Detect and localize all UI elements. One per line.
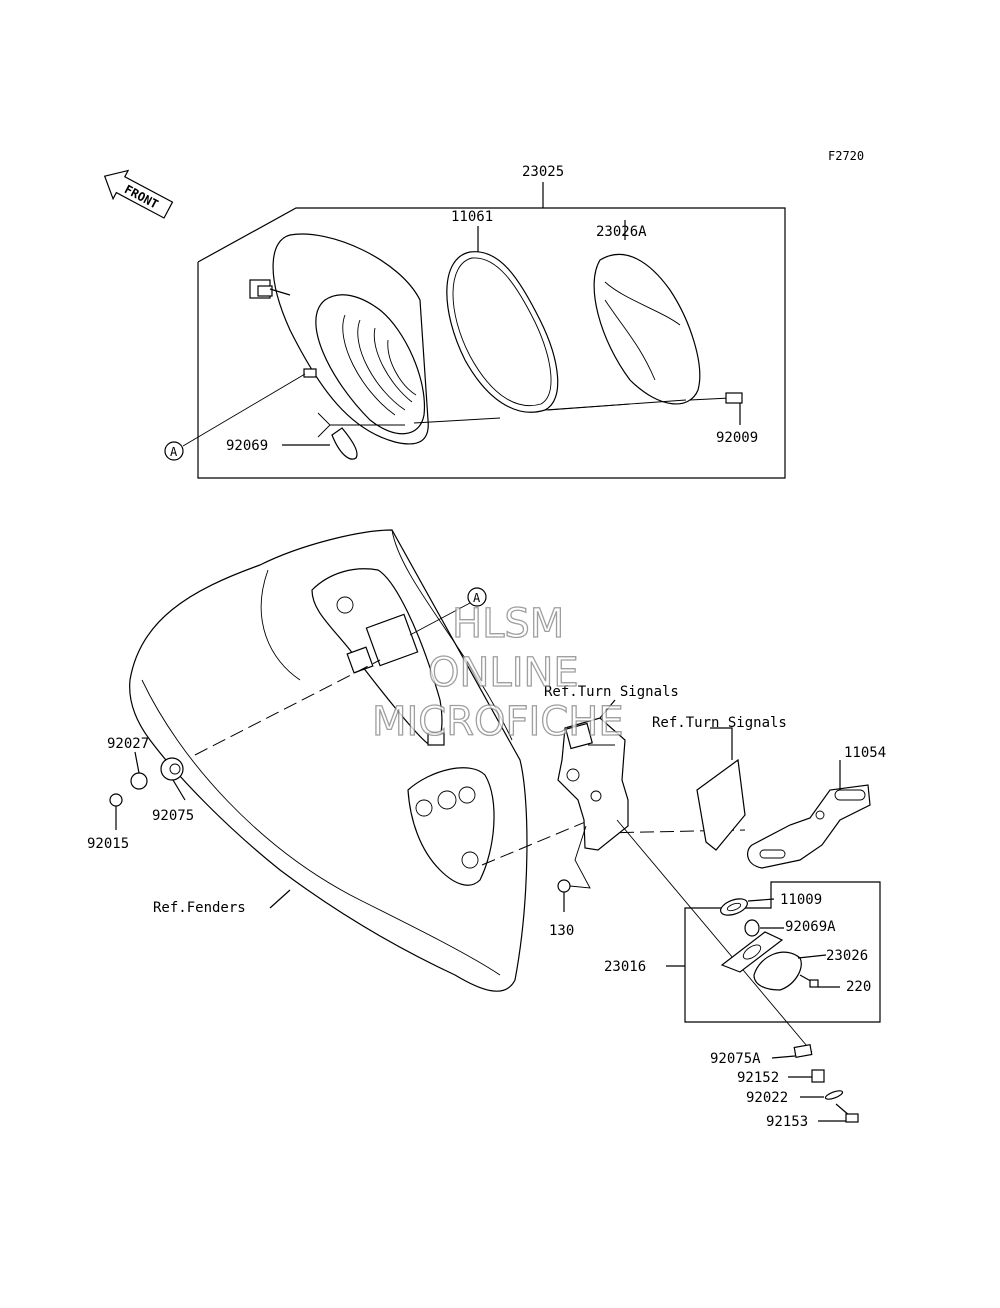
license-bracket: Ref.Turn Signals — [544, 684, 679, 851]
label-92069A[interactable]: 92069A — [785, 919, 836, 935]
lens-23026A: 23026A — [593, 220, 701, 405]
ref-marker-a-lower: A — [409, 587, 487, 636]
license-lamp-assembly: 23016 — [604, 819, 881, 1053]
collar-92152: 92152 — [737, 1069, 825, 1086]
grommet-92075: 92075 — [152, 757, 194, 824]
figure-code: F2720 — [828, 149, 864, 163]
label-92009[interactable]: 92009 — [716, 430, 758, 446]
label-ref-turn-signals-2[interactable]: Ref.Turn Signals — [652, 715, 787, 731]
gasket-11061: 11061 — [446, 209, 559, 413]
grommet-92075A: 92075A — [710, 1043, 813, 1067]
bolt-130: 130 — [549, 825, 591, 939]
label-11054[interactable]: 11054 — [844, 745, 886, 761]
bulb-92069: 92069 — [226, 412, 405, 460]
label-92153[interactable]: 92153 — [766, 1114, 808, 1130]
label-92075A[interactable]: 92075A — [710, 1051, 761, 1067]
bulb-92069A: 92069A — [744, 919, 836, 937]
bolt-92153: 92153 — [766, 1103, 859, 1130]
label-23016[interactable]: 23016 — [604, 959, 646, 975]
tail-lamp-housing — [249, 233, 429, 445]
bracket-11054: 11054 — [747, 745, 886, 869]
label-92027[interactable]: 92027 — [107, 736, 149, 752]
label-92022[interactable]: 92022 — [746, 1090, 788, 1106]
label-11061[interactable]: 11061 — [451, 209, 493, 225]
watermark: HLSM ONLINE MICROFICHE — [371, 600, 624, 745]
turn-signal-plate: Ref.Turn Signals — [652, 715, 787, 851]
label-220[interactable]: 220 — [846, 979, 871, 995]
ref-fenders-callout: Ref.Fenders — [153, 889, 291, 916]
ref-marker-a-upper-label: A — [170, 445, 178, 459]
nut-92027: 92027 — [107, 736, 149, 790]
watermark-line-2: ONLINE — [428, 650, 579, 696]
label-92075[interactable]: 92075 — [152, 808, 194, 824]
washer-92022: 92022 — [746, 1090, 844, 1106]
label-23026[interactable]: 23026 — [826, 948, 868, 964]
label-92152[interactable]: 92152 — [737, 1070, 779, 1086]
front-arrow-icon: FRONT — [103, 169, 174, 219]
ref-marker-a-upper: A — [164, 373, 306, 461]
rear-fender — [129, 529, 528, 992]
label-23025[interactable]: 23025 — [522, 164, 564, 180]
label-92069[interactable]: 92069 — [226, 438, 268, 454]
lamp-body-23026: 23026 — [720, 931, 868, 991]
label-ref-turn-signals-1[interactable]: Ref.Turn Signals — [544, 684, 679, 700]
gasket-11009: 11009 — [720, 892, 822, 916]
screw-220: 220 — [799, 974, 871, 995]
label-23026A[interactable]: 23026A — [596, 224, 647, 240]
screw-92009: 92009 — [689, 392, 758, 446]
watermark-line-3: MICROFICHE — [372, 699, 624, 745]
label-ref-fenders[interactable]: Ref.Fenders — [153, 900, 246, 916]
tail-lamp-assembly-box: 23025 — [197, 164, 786, 479]
label-92015[interactable]: 92015 — [87, 836, 129, 852]
watermark-line-1: HLSM — [452, 601, 564, 647]
label-11009[interactable]: 11009 — [780, 892, 822, 908]
washer-92015: 92015 — [87, 793, 129, 852]
label-130[interactable]: 130 — [549, 923, 574, 939]
ref-marker-a-lower-label: A — [473, 591, 481, 605]
